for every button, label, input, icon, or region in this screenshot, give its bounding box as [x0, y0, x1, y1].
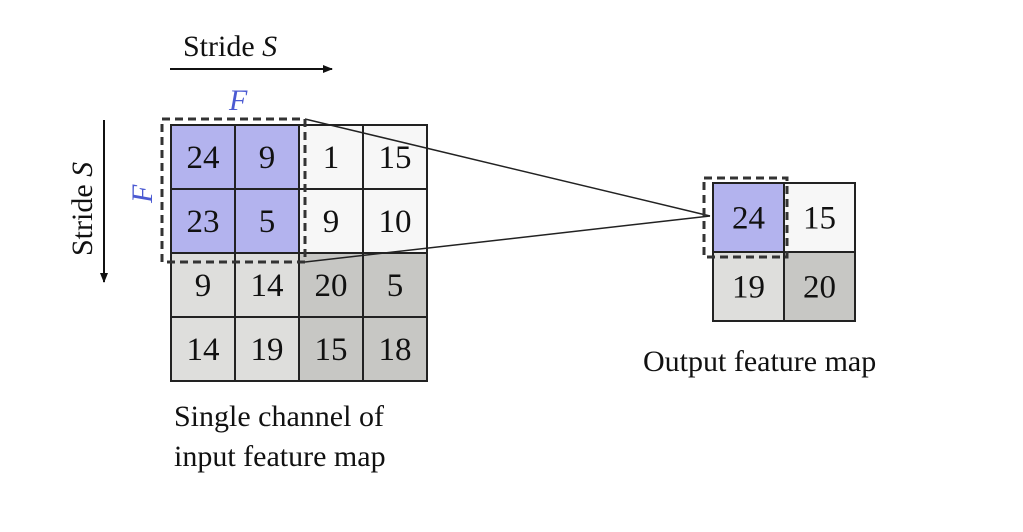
input-cell-r3-c2	[298, 316, 364, 382]
input-cell-value-r1-c3: 10	[379, 204, 412, 240]
input-cell-value-r3-c0: 14	[187, 332, 220, 368]
input-cell-value-r2-c2: 20	[315, 268, 348, 304]
filter-height-label: F	[126, 184, 159, 204]
output-cell-r0-c0	[712, 182, 785, 253]
filter-width-label: F	[228, 84, 248, 117]
input-cell-value-r2-c1: 14	[251, 268, 284, 304]
input-cell-r1-c0	[170, 188, 236, 254]
input-cell-r3-c3	[362, 316, 428, 382]
input-caption-line-2: input feature map	[174, 440, 386, 473]
filter-window-output	[702, 176, 789, 259]
input-cell-value-r1-c2: 9	[323, 204, 340, 240]
output-cell-r0-c1	[783, 182, 856, 253]
input-cell-value-r3-c3: 18	[379, 332, 412, 368]
input-cell-value-r3-c1: 19	[251, 332, 284, 368]
input-caption-line-1: Single channel of	[174, 400, 384, 433]
output-cell-r1-c1	[783, 251, 856, 322]
input-cell-r1-c2	[298, 188, 364, 254]
input-cell-r3-c0	[170, 316, 236, 382]
input-cell-value-r1-c1: 5	[259, 204, 276, 240]
output-cell-value-r0-c0: 24	[732, 201, 765, 237]
input-cell-value-r0-c1: 9	[259, 140, 276, 176]
input-feature-map-grid: 24 9 1 15 23 5 9 10 9 14 20 5 14 19 15 18	[170, 124, 428, 382]
projection-line-bottom	[304, 215, 711, 263]
input-cell-r2-c3	[362, 252, 428, 318]
stride-horizontal-label: Stride S	[183, 30, 277, 63]
input-cell-r1-c1	[234, 188, 300, 254]
input-cell-value-r3-c2: 15	[315, 332, 348, 368]
projection-line-top	[304, 118, 711, 217]
input-cell-r2-c2	[298, 252, 364, 318]
input-cell-r0-c2	[298, 124, 364, 190]
filter-window-input	[160, 117, 307, 264]
input-cell-value-r0-c3: 15	[379, 140, 412, 176]
input-cell-r3-c1	[234, 316, 300, 382]
stride-vertical-label: Stride S	[66, 162, 99, 256]
input-cell-value-r0-c2: 1	[323, 140, 340, 176]
output-feature-map-grid: 24 15 19 20	[712, 182, 856, 322]
output-cell-value-r1-c0: 19	[732, 270, 765, 306]
input-cell-value-r1-c0: 23	[187, 204, 220, 240]
output-cell-value-r1-c1: 20	[803, 270, 836, 306]
input-cell-value-r2-c3: 5	[387, 268, 404, 304]
output-cell-value-r0-c1: 15	[803, 201, 836, 237]
output-caption: Output feature map	[643, 345, 876, 378]
input-cell-value-r2-c0: 9	[195, 268, 212, 304]
input-cell-value-r0-c0: 24	[187, 140, 220, 176]
